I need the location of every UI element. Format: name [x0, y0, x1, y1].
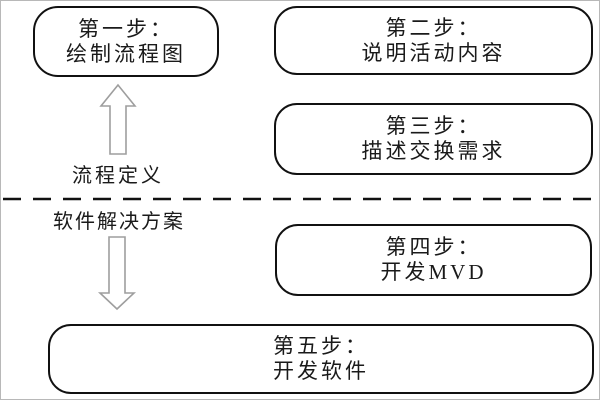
step-2-text: 说明活动内容 — [361, 40, 506, 65]
diagram-node-step-3: 第三步： 描述交换需求 — [274, 103, 593, 175]
step-5-text: 开发软件 — [273, 359, 369, 383]
region-label-process-definition: 流程定义 — [72, 165, 164, 187]
diagram-node-step-4: 第四步： 开发MVD — [275, 224, 592, 296]
step-4-title: 第四步： — [385, 235, 482, 259]
up-arrow-icon — [99, 83, 137, 155]
down-arrow-shape — [97, 236, 137, 311]
diagram-node-step-2: 第二步： 说明活动内容 — [274, 6, 593, 75]
step-1-title: 第一步： — [78, 16, 174, 41]
up-arrow-shape — [99, 83, 137, 155]
diagram-node-step-5: 第五步： 开发软件 — [48, 324, 594, 394]
step-5-title: 第五步： — [273, 334, 369, 358]
down-arrow-icon — [97, 236, 137, 311]
step-4-text: 开发MVD — [380, 260, 487, 284]
step-3-title: 第三步： — [385, 114, 482, 138]
step-3-text: 描述交换需求 — [361, 139, 506, 163]
step-2-title: 第二步： — [385, 15, 482, 40]
dashed-divider-line — [3, 197, 598, 201]
diagram-node-step-1: 第一步： 绘制流程图 — [33, 6, 219, 77]
step-1-text: 绘制流程图 — [66, 41, 186, 66]
region-label-software-solution: 软件解决方案 — [53, 211, 185, 233]
